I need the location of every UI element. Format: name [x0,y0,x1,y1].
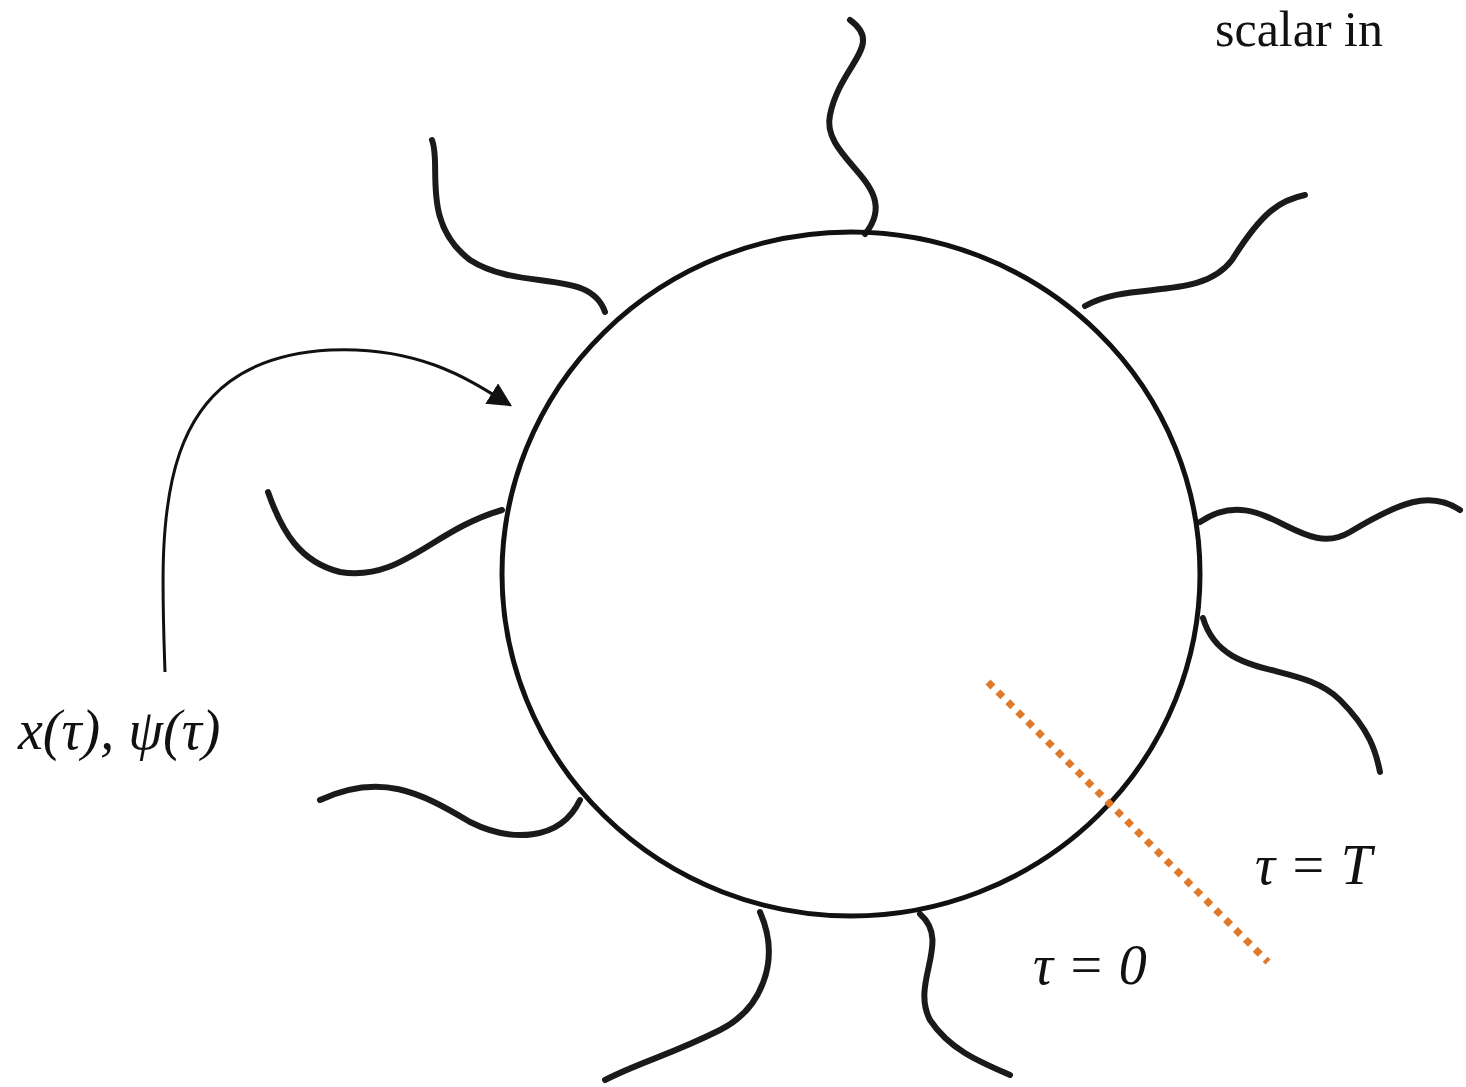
field-label: x(τ), ψ(τ) [18,700,220,762]
photon-line [829,20,876,234]
photon-line [605,912,769,1080]
heading-fragment: scalar in [1215,2,1383,57]
photon-line [320,787,580,835]
photon-line [432,140,605,312]
pointer-arrow [163,350,510,672]
endpoint-label: τ = T [1255,835,1372,897]
photon-line [1200,500,1460,539]
worldline-loop [502,232,1200,916]
photon-lines [268,20,1460,1080]
photon-line [1203,618,1380,772]
photon-line [920,914,1010,1075]
photon-line [1085,195,1305,306]
photon-line [268,492,502,573]
endpoint-label: τ = 0 [1033,935,1147,997]
cut-line [988,682,1268,962]
